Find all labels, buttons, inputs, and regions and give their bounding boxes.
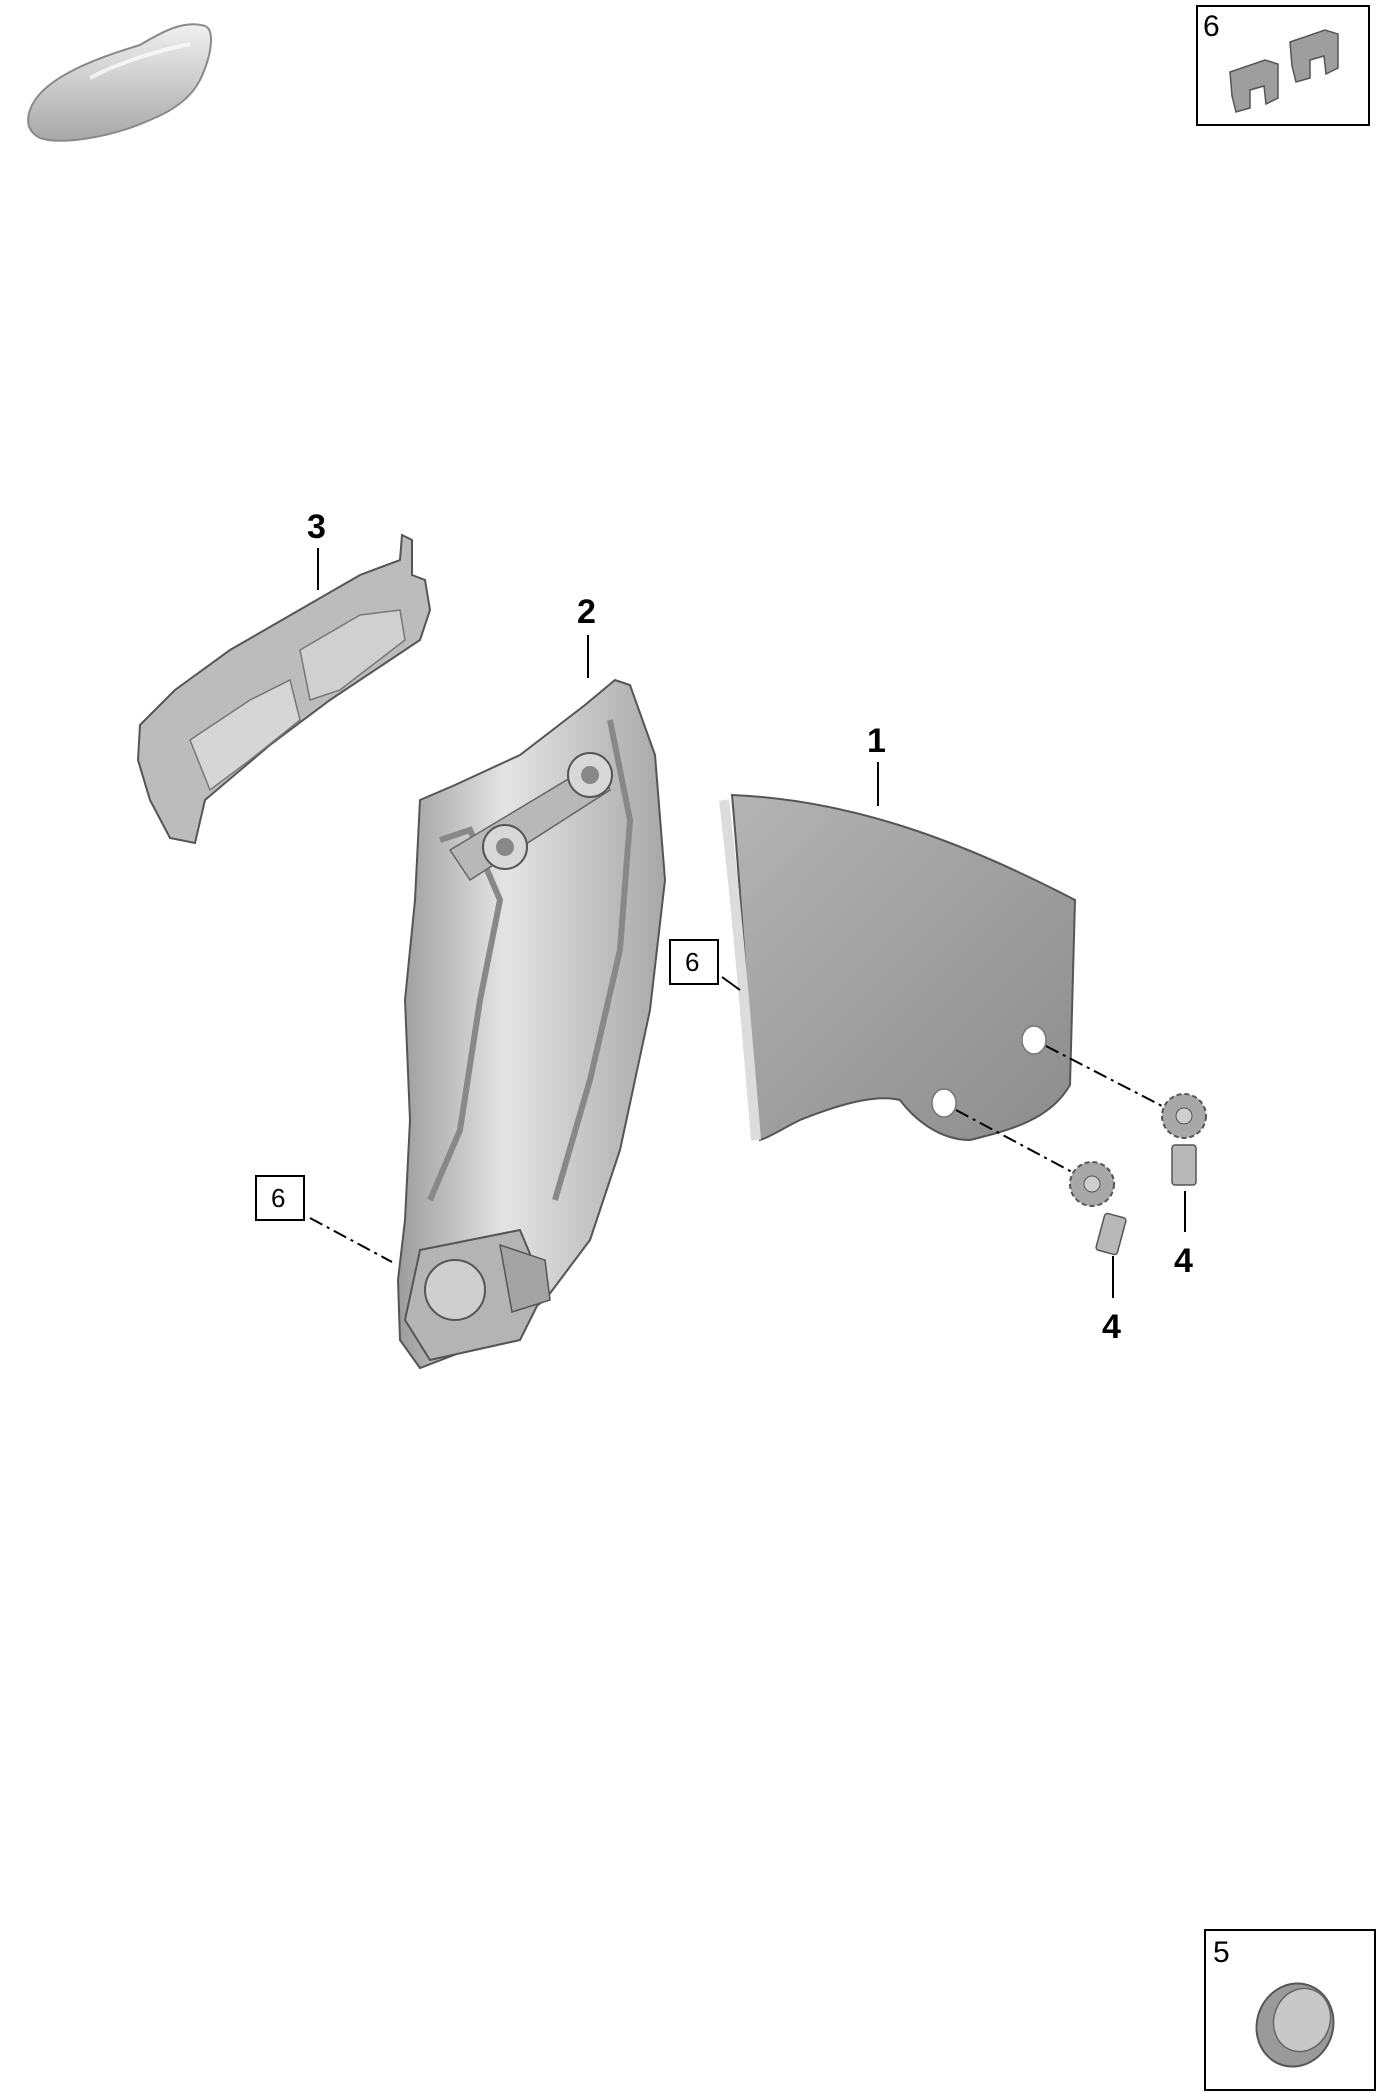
door-glass-part <box>719 793 1077 1142</box>
part-number-4: 4 <box>1102 1308 1121 1346</box>
part-number-2: 2 <box>577 593 596 631</box>
inset-clips-number: 6 <box>1203 10 1220 43</box>
glass-clamp-part <box>1161 1093 1207 1186</box>
svg-text:6: 6 <box>271 1183 285 1213</box>
leader-lines <box>317 548 1186 1298</box>
grommet-icon <box>1255 1982 1335 2068</box>
ref-box-regulator-clip: 6 <box>255 1175 305 1221</box>
trim-panel-part <box>136 533 432 845</box>
glass-clamp-part <box>1069 1161 1127 1256</box>
part-number-4: 4 <box>1174 1242 1193 1280</box>
clip-icon <box>1229 29 1339 113</box>
inset-grommet: 5 <box>1204 1929 1376 2091</box>
part-number-1: 1 <box>867 722 886 760</box>
vehicle-thumbnail-icon <box>27 23 212 142</box>
inset-clips: 6 <box>1196 5 1370 126</box>
part-number-3: 3 <box>307 508 326 546</box>
ref-box-glass-seal: 6 <box>669 939 719 985</box>
window-regulator-part <box>396 678 667 1370</box>
assembly-lines <box>309 1045 1163 1263</box>
svg-text:6: 6 <box>685 947 699 977</box>
inset-grommet-number: 5 <box>1213 1936 1230 1969</box>
